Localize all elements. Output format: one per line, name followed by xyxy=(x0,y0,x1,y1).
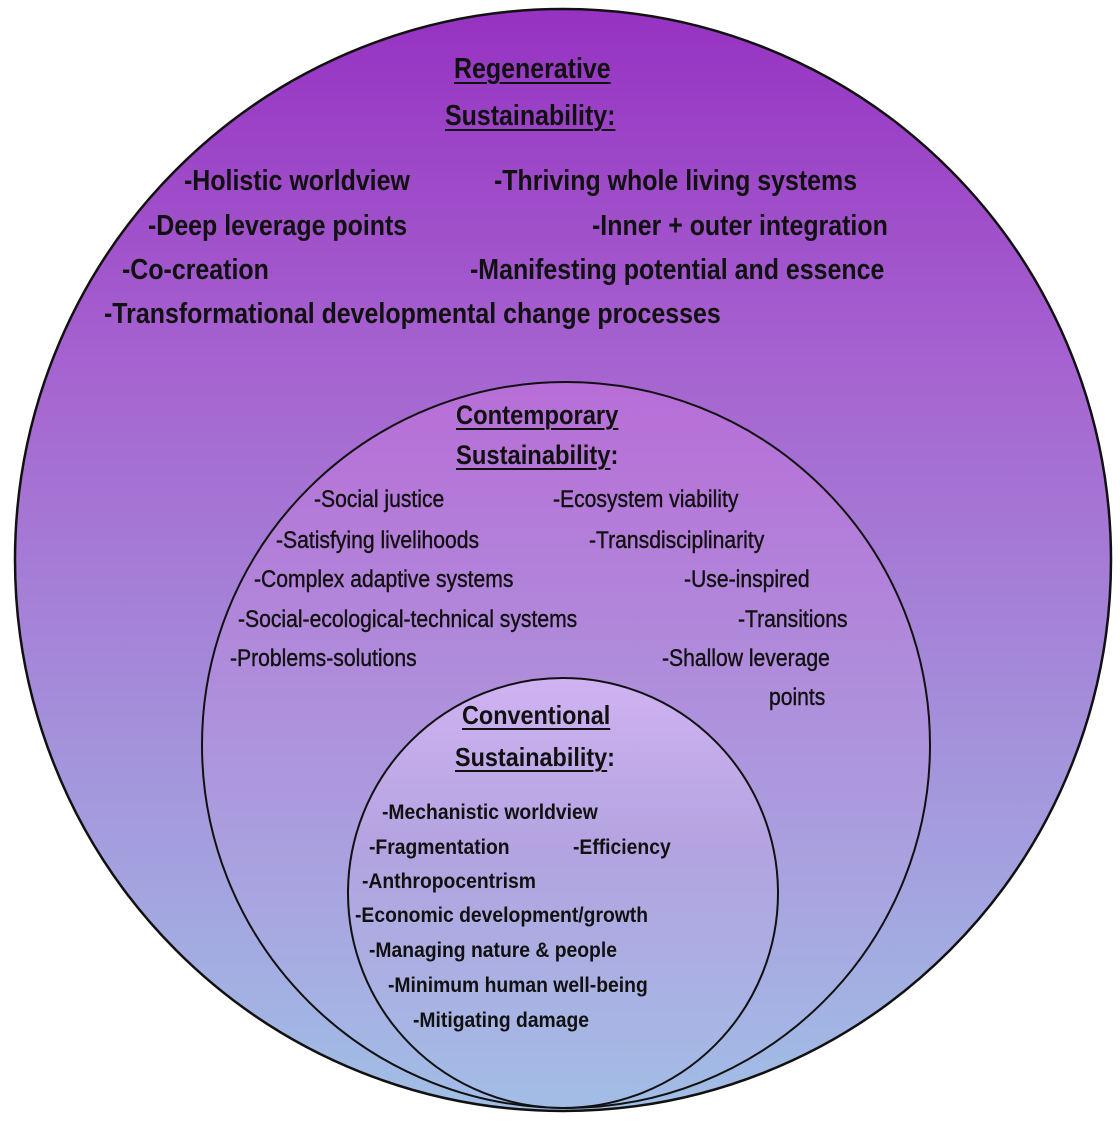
conventional-item: -Fragmentation xyxy=(369,836,510,859)
regenerative-title-line1: Regenerative xyxy=(454,53,611,85)
contemporary-item: points xyxy=(769,684,826,711)
regenerative-item: -Inner + outer integration xyxy=(592,210,888,242)
contemporary-item: -Ecosystem viability xyxy=(553,486,739,513)
conventional-item: -Mitigating damage xyxy=(413,1009,590,1032)
regenerative-item: -Co-creation xyxy=(122,254,269,286)
contemporary-item: -Transdisciplinarity xyxy=(589,527,765,554)
regenerative-title-line2: Sustainability: xyxy=(445,100,616,132)
regenerative-item: -Deep leverage points xyxy=(148,210,408,242)
contemporary-item: -Use-inspired xyxy=(684,566,810,593)
contemporary-title-text: Sustainability xyxy=(456,440,611,470)
conventional-title-text: Sustainability xyxy=(455,742,608,772)
contemporary-item: -Transitions xyxy=(738,606,848,633)
contemporary-item: -Complex adaptive systems xyxy=(254,566,514,593)
contemporary-item: -Satisfying livelihoods xyxy=(276,527,480,554)
conventional-item: -Anthropocentrism xyxy=(362,870,536,893)
regenerative-item: -Holistic worldview xyxy=(184,165,410,197)
conventional-title-text: Conventional xyxy=(462,700,611,730)
conventional-title-colon: : xyxy=(607,742,615,772)
conventional-title-line2: Sustainability: xyxy=(455,742,615,773)
contemporary-title-line1: Contemporary xyxy=(456,400,618,431)
contemporary-item: -Shallow leverage xyxy=(662,645,830,672)
contemporary-title-text: Contemporary xyxy=(456,400,619,430)
regenerative-item: -Transformational developmental change p… xyxy=(104,298,721,330)
contemporary-title-colon: : xyxy=(610,440,619,470)
contemporary-item: -Problems-solutions xyxy=(230,645,417,672)
conventional-title-line1: Conventional xyxy=(462,700,610,731)
conventional-item: -Mechanistic worldview xyxy=(382,801,598,824)
contemporary-item: -Social-ecological-technical systems xyxy=(238,606,578,633)
conventional-circle xyxy=(347,677,779,1109)
contemporary-title-line2: Sustainability: xyxy=(456,440,618,471)
conventional-item: -Minimum human well-being xyxy=(388,974,648,997)
conventional-item: -Efficiency xyxy=(573,836,671,859)
conventional-item: -Managing nature & people xyxy=(369,939,617,962)
contemporary-item: -Social justice xyxy=(314,486,445,513)
regenerative-item: -Manifesting potential and essence xyxy=(470,254,885,286)
regenerative-item: -Thriving whole living systems xyxy=(494,165,858,197)
conventional-item: -Economic development/growth xyxy=(355,904,649,927)
